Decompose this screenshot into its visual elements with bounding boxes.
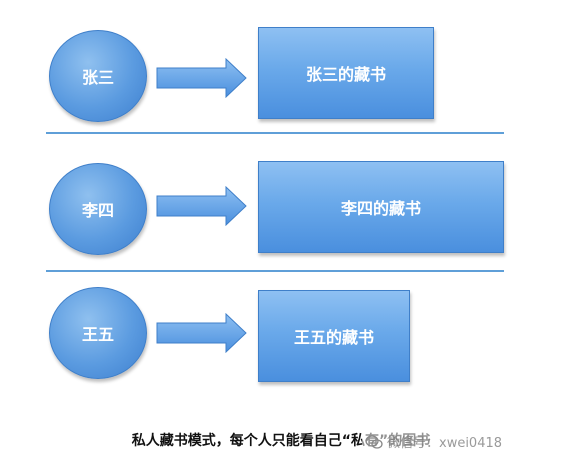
person-label: 张三 (81, 68, 114, 87)
arrow-right-icon (156, 58, 247, 98)
watermark: 微信号：xwei0418 (362, 432, 506, 451)
collection-label: 王五的藏书 (293, 328, 374, 347)
row-divider (46, 270, 504, 272)
person-node-lisi: 李四 (49, 163, 147, 255)
diagram-caption: 私人藏书模式，每个人只能看自己“私有”的图书 (131, 433, 431, 449)
person-node-zhangsan: 张三 (49, 30, 147, 122)
collection-node-wangwu: 王五的藏书 (258, 290, 410, 382)
arrow-right-icon (156, 186, 247, 226)
watermark-text: 微信号：xwei0418 (387, 436, 503, 451)
row-divider (46, 132, 504, 134)
arrow-right-icon (156, 313, 247, 353)
collection-label: 张三的藏书 (305, 65, 386, 84)
person-label: 李四 (81, 201, 114, 220)
collection-label: 李四的藏书 (340, 199, 421, 218)
wechat-icon (365, 434, 383, 449)
collection-node-zhangsan: 张三的藏书 (258, 27, 434, 119)
collection-node-lisi: 李四的藏书 (258, 161, 504, 253)
person-label: 王五 (81, 325, 114, 344)
person-node-wangwu: 王五 (49, 287, 147, 379)
